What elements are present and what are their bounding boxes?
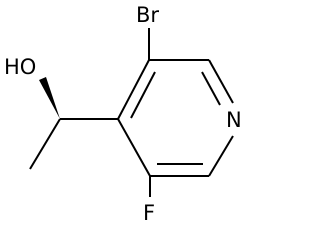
bond-c6-n1 <box>208 135 234 177</box>
fluorine-label: F <box>143 201 155 225</box>
bond-c4-c5 <box>117 118 151 177</box>
double-bond-c3-c4 <box>130 71 156 119</box>
structure-diagram: HO Br F N <box>4 3 242 225</box>
bond-chiral-c-methyl <box>29 118 61 170</box>
wedge-bond-chiral-c-oh <box>39 77 60 119</box>
bond-n1-c2 <box>208 59 234 104</box>
nitrogen-label: N <box>226 108 242 132</box>
hydroxyl-label: HO <box>4 55 36 79</box>
bond-c3-c4 <box>117 59 150 120</box>
double-bond-n1-c2 <box>201 71 221 106</box>
bromine-label: Br <box>136 3 159 27</box>
